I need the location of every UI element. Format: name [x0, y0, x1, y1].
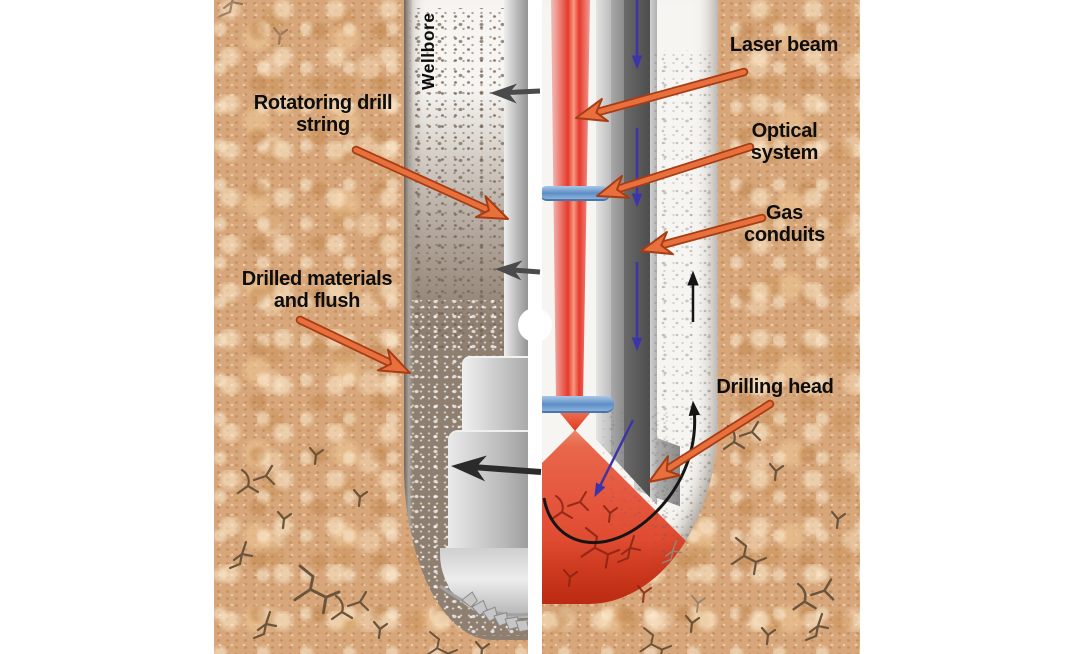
- conduit-wall-mid: [611, 0, 624, 505]
- right-wellbore: [542, 0, 718, 604]
- wellbore-wall: [404, 0, 413, 640]
- optical-lens-upper: [542, 186, 610, 201]
- drilling-comparison-illustration: Wellbore Rotatoring drill string Drilled…: [214, 0, 860, 654]
- label-gas-conduits: Gas conduits: [744, 202, 825, 246]
- bottom-speckles: [602, 408, 672, 528]
- wellbore-label: Wellbore: [418, 12, 438, 90]
- label-rotatoring-drill-string: Rotatoring drill string: [253, 92, 393, 136]
- label-drilled-materials: Drilled materials and flush: [241, 268, 393, 312]
- laser-focus: [560, 413, 590, 431]
- label-drilling-head: Drilling head: [716, 376, 834, 398]
- label-laser-beam: Laser beam: [729, 34, 839, 56]
- divider-circle: [518, 308, 552, 342]
- laser-beam-column: [551, 0, 590, 402]
- label-optical-system: Optical system: [750, 120, 819, 164]
